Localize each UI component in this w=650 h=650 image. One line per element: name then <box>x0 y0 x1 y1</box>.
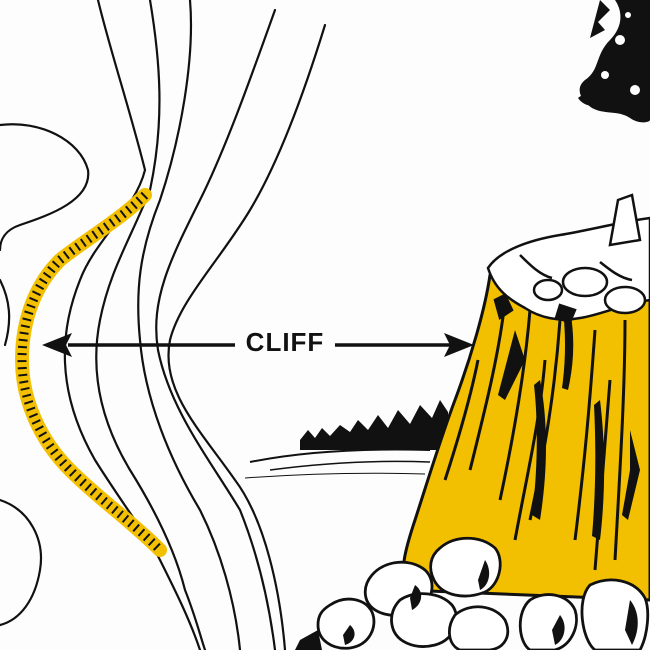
contour-line <box>0 498 43 627</box>
contour-line <box>137 0 242 650</box>
cliff-symbol <box>14 188 167 557</box>
cliff-label: CLIFF <box>235 324 335 360</box>
contour-line <box>155 8 277 650</box>
contour-line <box>167 23 327 650</box>
shoreline <box>244 400 448 479</box>
tree <box>578 0 650 123</box>
contour-line <box>63 0 202 650</box>
contour-line <box>0 123 90 252</box>
contour-map <box>0 0 327 650</box>
distant-trees <box>300 400 448 450</box>
boulder-shading <box>295 560 638 650</box>
contour-line <box>0 278 11 347</box>
tree-highlights <box>601 12 640 95</box>
arrow-left <box>42 333 235 357</box>
contour-line <box>95 0 207 650</box>
cliff-face <box>401 266 650 602</box>
cliff-top-vegetation <box>486 193 650 324</box>
arrow-right <box>332 333 474 357</box>
